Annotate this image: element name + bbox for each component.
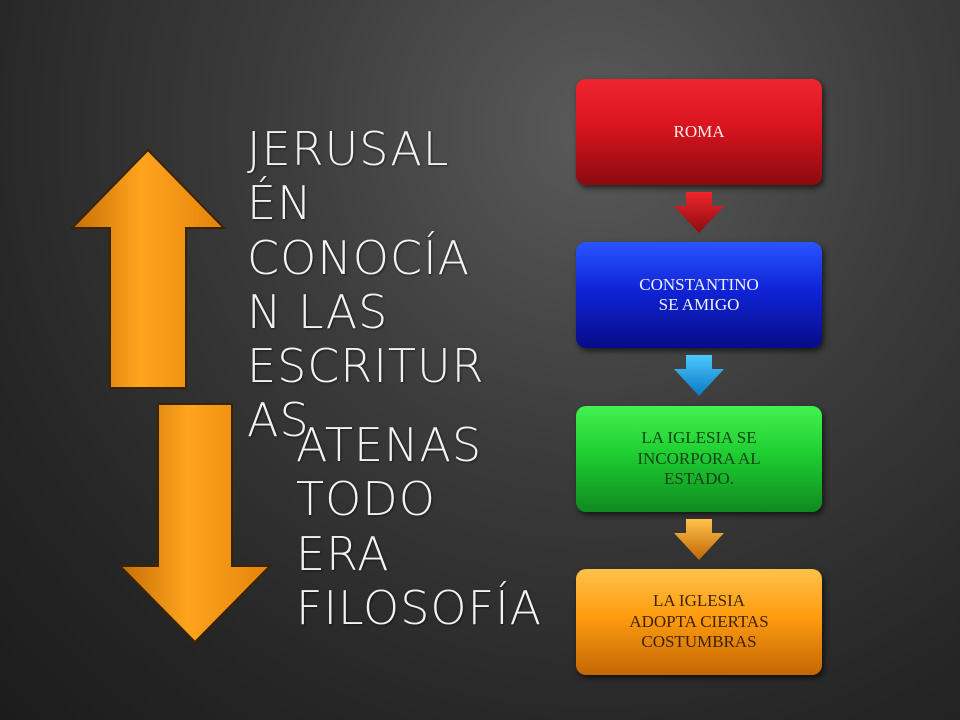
flow-step-label: CONSTANTINO SE AMIGO bbox=[639, 274, 759, 314]
flow-step-label: ROMA bbox=[673, 121, 725, 141]
up-arrow-icon bbox=[70, 148, 226, 389]
flow-step-costumbres: LA IGLESIA ADOPTA CIERTAS COSTUMBRAS bbox=[576, 569, 822, 675]
flow-step-roma: ROMA bbox=[576, 79, 822, 185]
down-chevron-icon bbox=[674, 192, 724, 233]
down-chevron-icon bbox=[674, 355, 724, 396]
flow-step-iglesia-estado: LA IGLESIA SE INCORPORA AL ESTADO. bbox=[576, 406, 822, 512]
jerusalen-text: JERUSAL ÉN CONOCÍA N LAS ESCRITUR AS bbox=[247, 122, 485, 448]
flow-step-label: LA IGLESIA SE INCORPORA AL ESTADO. bbox=[637, 428, 761, 489]
atenas-text: ATENAS TODO ERA FILOSOFÍA bbox=[296, 418, 543, 635]
flow-step-constantino: CONSTANTINO SE AMIGO bbox=[576, 242, 822, 348]
down-chevron-icon bbox=[674, 519, 724, 560]
flow-step-label: LA IGLESIA ADOPTA CIERTAS COSTUMBRAS bbox=[629, 591, 769, 652]
down-arrow-icon bbox=[118, 403, 272, 644]
